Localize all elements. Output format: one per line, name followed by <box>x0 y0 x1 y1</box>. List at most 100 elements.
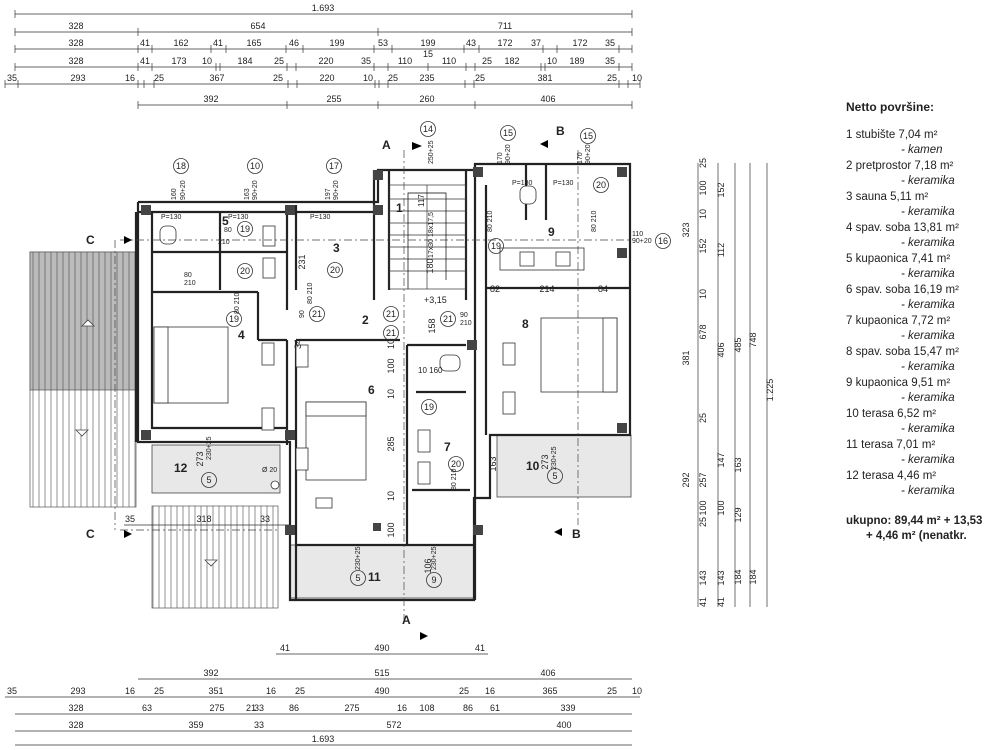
svg-text:20: 20 <box>451 459 461 469</box>
svg-text:100: 100 <box>698 500 708 515</box>
svg-text:172: 172 <box>497 38 512 48</box>
svg-text:220: 220 <box>319 73 334 83</box>
svg-text:18: 18 <box>176 161 186 171</box>
svg-text:25: 25 <box>295 686 305 696</box>
svg-text:654: 654 <box>250 21 265 31</box>
svg-text:33: 33 <box>254 703 264 713</box>
svg-text:210: 210 <box>184 280 196 287</box>
svg-text:381: 381 <box>681 350 691 365</box>
svg-text:184: 184 <box>748 569 758 584</box>
svg-text:16: 16 <box>266 686 276 696</box>
svg-text:163: 163 <box>244 188 251 200</box>
svg-text:35: 35 <box>605 56 615 66</box>
svg-text:293: 293 <box>70 686 85 696</box>
svg-text:80 210: 80 210 <box>307 282 314 304</box>
svg-text:406: 406 <box>540 668 555 678</box>
legend-item: 8 spav. soba 15,47 m² <box>846 345 959 358</box>
legend-item: 6 spav. soba 16,19 m² <box>846 283 959 296</box>
svg-text:25: 25 <box>698 158 708 168</box>
svg-text:392: 392 <box>203 668 218 678</box>
legend-item: 10 terasa 6,52 m² <box>846 407 937 420</box>
svg-text:10: 10 <box>363 73 373 83</box>
svg-text:P=130: P=130 <box>228 214 249 221</box>
svg-text:41: 41 <box>475 643 485 653</box>
annotations: +3,15 P=130 P=130 P=130 P=130 P=130 Ø 20… <box>161 140 652 570</box>
svg-text:20: 20 <box>240 266 250 276</box>
svg-text:15: 15 <box>503 128 513 138</box>
svg-text:84: 84 <box>598 284 608 294</box>
svg-text:25: 25 <box>607 73 617 83</box>
svg-text:147: 147 <box>716 452 726 467</box>
svg-text:110: 110 <box>442 56 456 66</box>
bottom-dimensions <box>5 653 640 746</box>
svg-text:16: 16 <box>125 73 135 83</box>
svg-text:Ø 20: Ø 20 <box>262 467 277 474</box>
svg-text:5: 5 <box>206 475 211 485</box>
svg-text:16: 16 <box>125 686 135 696</box>
svg-text:406: 406 <box>540 94 555 104</box>
svg-text:80 210: 80 210 <box>451 468 458 490</box>
svg-text:10: 10 <box>698 209 708 219</box>
legend-item: 3 sauna 5,11 m² <box>846 190 929 203</box>
svg-text:21: 21 <box>312 309 322 319</box>
svg-text:41: 41 <box>140 38 150 48</box>
legend-item-material: - keramika <box>901 237 955 249</box>
svg-text:210: 210 <box>460 320 472 327</box>
section-markers: A A B B C C <box>86 124 581 627</box>
svg-text:339: 339 <box>560 703 575 713</box>
room-1-number: 1 <box>396 201 403 215</box>
inner-dimension-labels: 82 214 84 231 180 34 10 100 10 285 10 10… <box>195 254 608 573</box>
svg-text:14: 14 <box>423 124 433 134</box>
left-dim-labels: 35 318 33 <box>125 514 270 524</box>
svg-text:25: 25 <box>482 56 492 66</box>
svg-text:10: 10 <box>632 73 642 83</box>
svg-text:P=130: P=130 <box>553 180 574 187</box>
svg-text:20: 20 <box>596 180 606 190</box>
svg-text:748: 748 <box>748 332 758 347</box>
svg-text:10: 10 <box>698 289 708 299</box>
room-7-number: 7 <box>444 440 451 454</box>
room-12-number: 12 <box>174 461 188 475</box>
svg-text:400: 400 <box>556 720 571 730</box>
svg-text:63: 63 <box>142 703 152 713</box>
svg-text:273: 273 <box>195 451 205 466</box>
terrace-11 <box>289 544 475 599</box>
svg-text:10: 10 <box>386 339 396 349</box>
svg-text:41: 41 <box>280 643 290 653</box>
svg-text:117: 117 <box>417 194 426 207</box>
svg-text:C: C <box>86 527 95 541</box>
svg-text:359: 359 <box>188 720 203 730</box>
svg-text:21: 21 <box>443 314 453 324</box>
legend-item: 11 terasa 7,01 m² <box>846 438 936 451</box>
svg-text:34: 34 <box>293 339 303 349</box>
legend-item-material: - keramika <box>901 206 955 218</box>
legend-title: Netto površine: <box>846 100 935 114</box>
svg-text:184: 184 <box>237 56 252 66</box>
svg-text:711: 711 <box>498 21 512 31</box>
svg-text:392: 392 <box>203 94 218 104</box>
svg-text:10: 10 <box>386 491 396 501</box>
svg-text:162: 162 <box>173 38 188 48</box>
svg-text:106: 106 <box>423 558 433 573</box>
svg-text:328: 328 <box>68 720 83 730</box>
dim-overall-bottom: 1.693 <box>312 734 335 744</box>
svg-text:25: 25 <box>607 686 617 696</box>
svg-text:25: 25 <box>698 517 708 527</box>
legend-item: 9 kupaonica 9,51 m² <box>846 376 951 389</box>
svg-text:170: 170 <box>577 152 584 164</box>
svg-text:572: 572 <box>386 720 401 730</box>
top-dimensions <box>5 13 640 106</box>
svg-text:80: 80 <box>224 227 232 234</box>
svg-text:406: 406 <box>716 342 726 357</box>
svg-text:35: 35 <box>361 56 371 66</box>
svg-text:160: 160 <box>171 188 178 200</box>
svg-text:35: 35 <box>125 514 135 524</box>
svg-text:61: 61 <box>490 703 500 713</box>
room-4-number: 4 <box>238 328 245 342</box>
svg-text:90+20: 90+20 <box>252 180 259 200</box>
svg-text:381: 381 <box>537 73 552 83</box>
svg-text:25: 25 <box>698 413 708 423</box>
svg-text:199: 199 <box>329 38 344 48</box>
svg-text:275: 275 <box>209 703 224 713</box>
